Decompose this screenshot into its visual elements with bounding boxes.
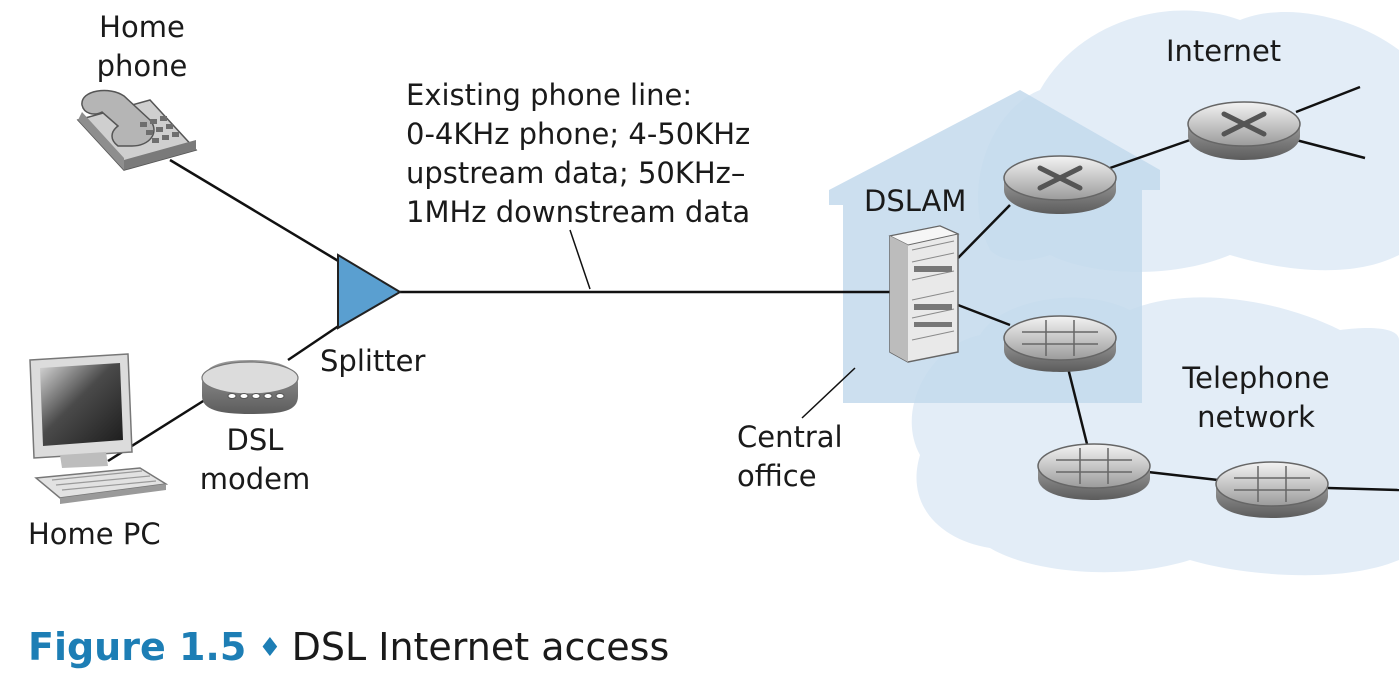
internet-label: Internet — [1166, 34, 1282, 68]
figure-title: DSL Internet access — [291, 625, 670, 669]
switch-icon-3 — [1215, 461, 1329, 518]
telephone-switch-link-a — [1066, 367, 1090, 449]
phone-splitter-line — [169, 158, 341, 264]
dslam-label: DSLAM — [864, 184, 967, 218]
telephone-network-link-out — [1327, 486, 1399, 492]
switch-icon-1 — [1003, 315, 1117, 372]
internet-router-link — [1109, 138, 1191, 170]
router-icon-1 — [1003, 155, 1117, 214]
switch-icon-2 — [1037, 443, 1151, 500]
splitter-label: Splitter — [320, 344, 426, 378]
telephone-icon — [76, 89, 198, 171]
phone-line-pointer — [569, 229, 591, 290]
telephone-switch-link-b — [1147, 470, 1219, 482]
internet-link-down — [1295, 138, 1366, 160]
central-office-label-line-2: office — [737, 459, 817, 493]
phone-line-label-line-3: upstream data; 50KHz– — [406, 156, 746, 190]
figure-number: Figure 1.5 — [28, 625, 247, 669]
telephone-network-label-line-1: Telephone — [1182, 361, 1330, 395]
dslam-icon — [888, 225, 960, 363]
phone-line-label-line-4: 1MHz downstream data — [406, 195, 751, 229]
internet-link-up — [1295, 85, 1361, 114]
figure-caption: Figure 1.5 ♦ DSL Internet access — [28, 622, 669, 677]
dsl-modem-label-line-2: modem — [199, 462, 311, 496]
home-phone-label-line-2: phone — [96, 49, 188, 83]
dslam-internet-router-line — [957, 204, 1011, 259]
home-phone-label: Home phone — [92, 8, 192, 86]
central-office-label: Central office — [737, 418, 843, 496]
dsl-modem-label-line-1: DSL — [226, 423, 284, 457]
central-office-label-line-1: Central — [737, 420, 843, 454]
phone-line-label-line-2: 0-4KHz phone; 4-50KHz — [406, 117, 751, 151]
connection-lines — [107, 85, 1399, 492]
central-office-pointer — [801, 367, 856, 419]
caption-separator: ♦ — [258, 633, 282, 663]
modem-splitter-line — [287, 323, 341, 362]
home-pc-label: Home PC — [28, 517, 161, 551]
phone-line-label-line-1: Existing phone line: — [406, 78, 693, 112]
phone-line-label: Existing phone line: 0-4KHz phone; 4-50K… — [406, 76, 750, 232]
telephone-network-label-line-2: network — [1197, 400, 1315, 434]
home-phone-label-line-1: Home — [99, 10, 185, 44]
computer-icon — [29, 353, 169, 504]
telephone-network-label: Telephone network — [1168, 359, 1344, 437]
router-icon-2 — [1187, 101, 1301, 160]
splitter-icon — [337, 253, 402, 330]
dsl-modem-label: DSL modem — [192, 421, 318, 499]
dslam-telephone-switch-line — [957, 303, 1011, 327]
modem-icon — [201, 360, 299, 414]
